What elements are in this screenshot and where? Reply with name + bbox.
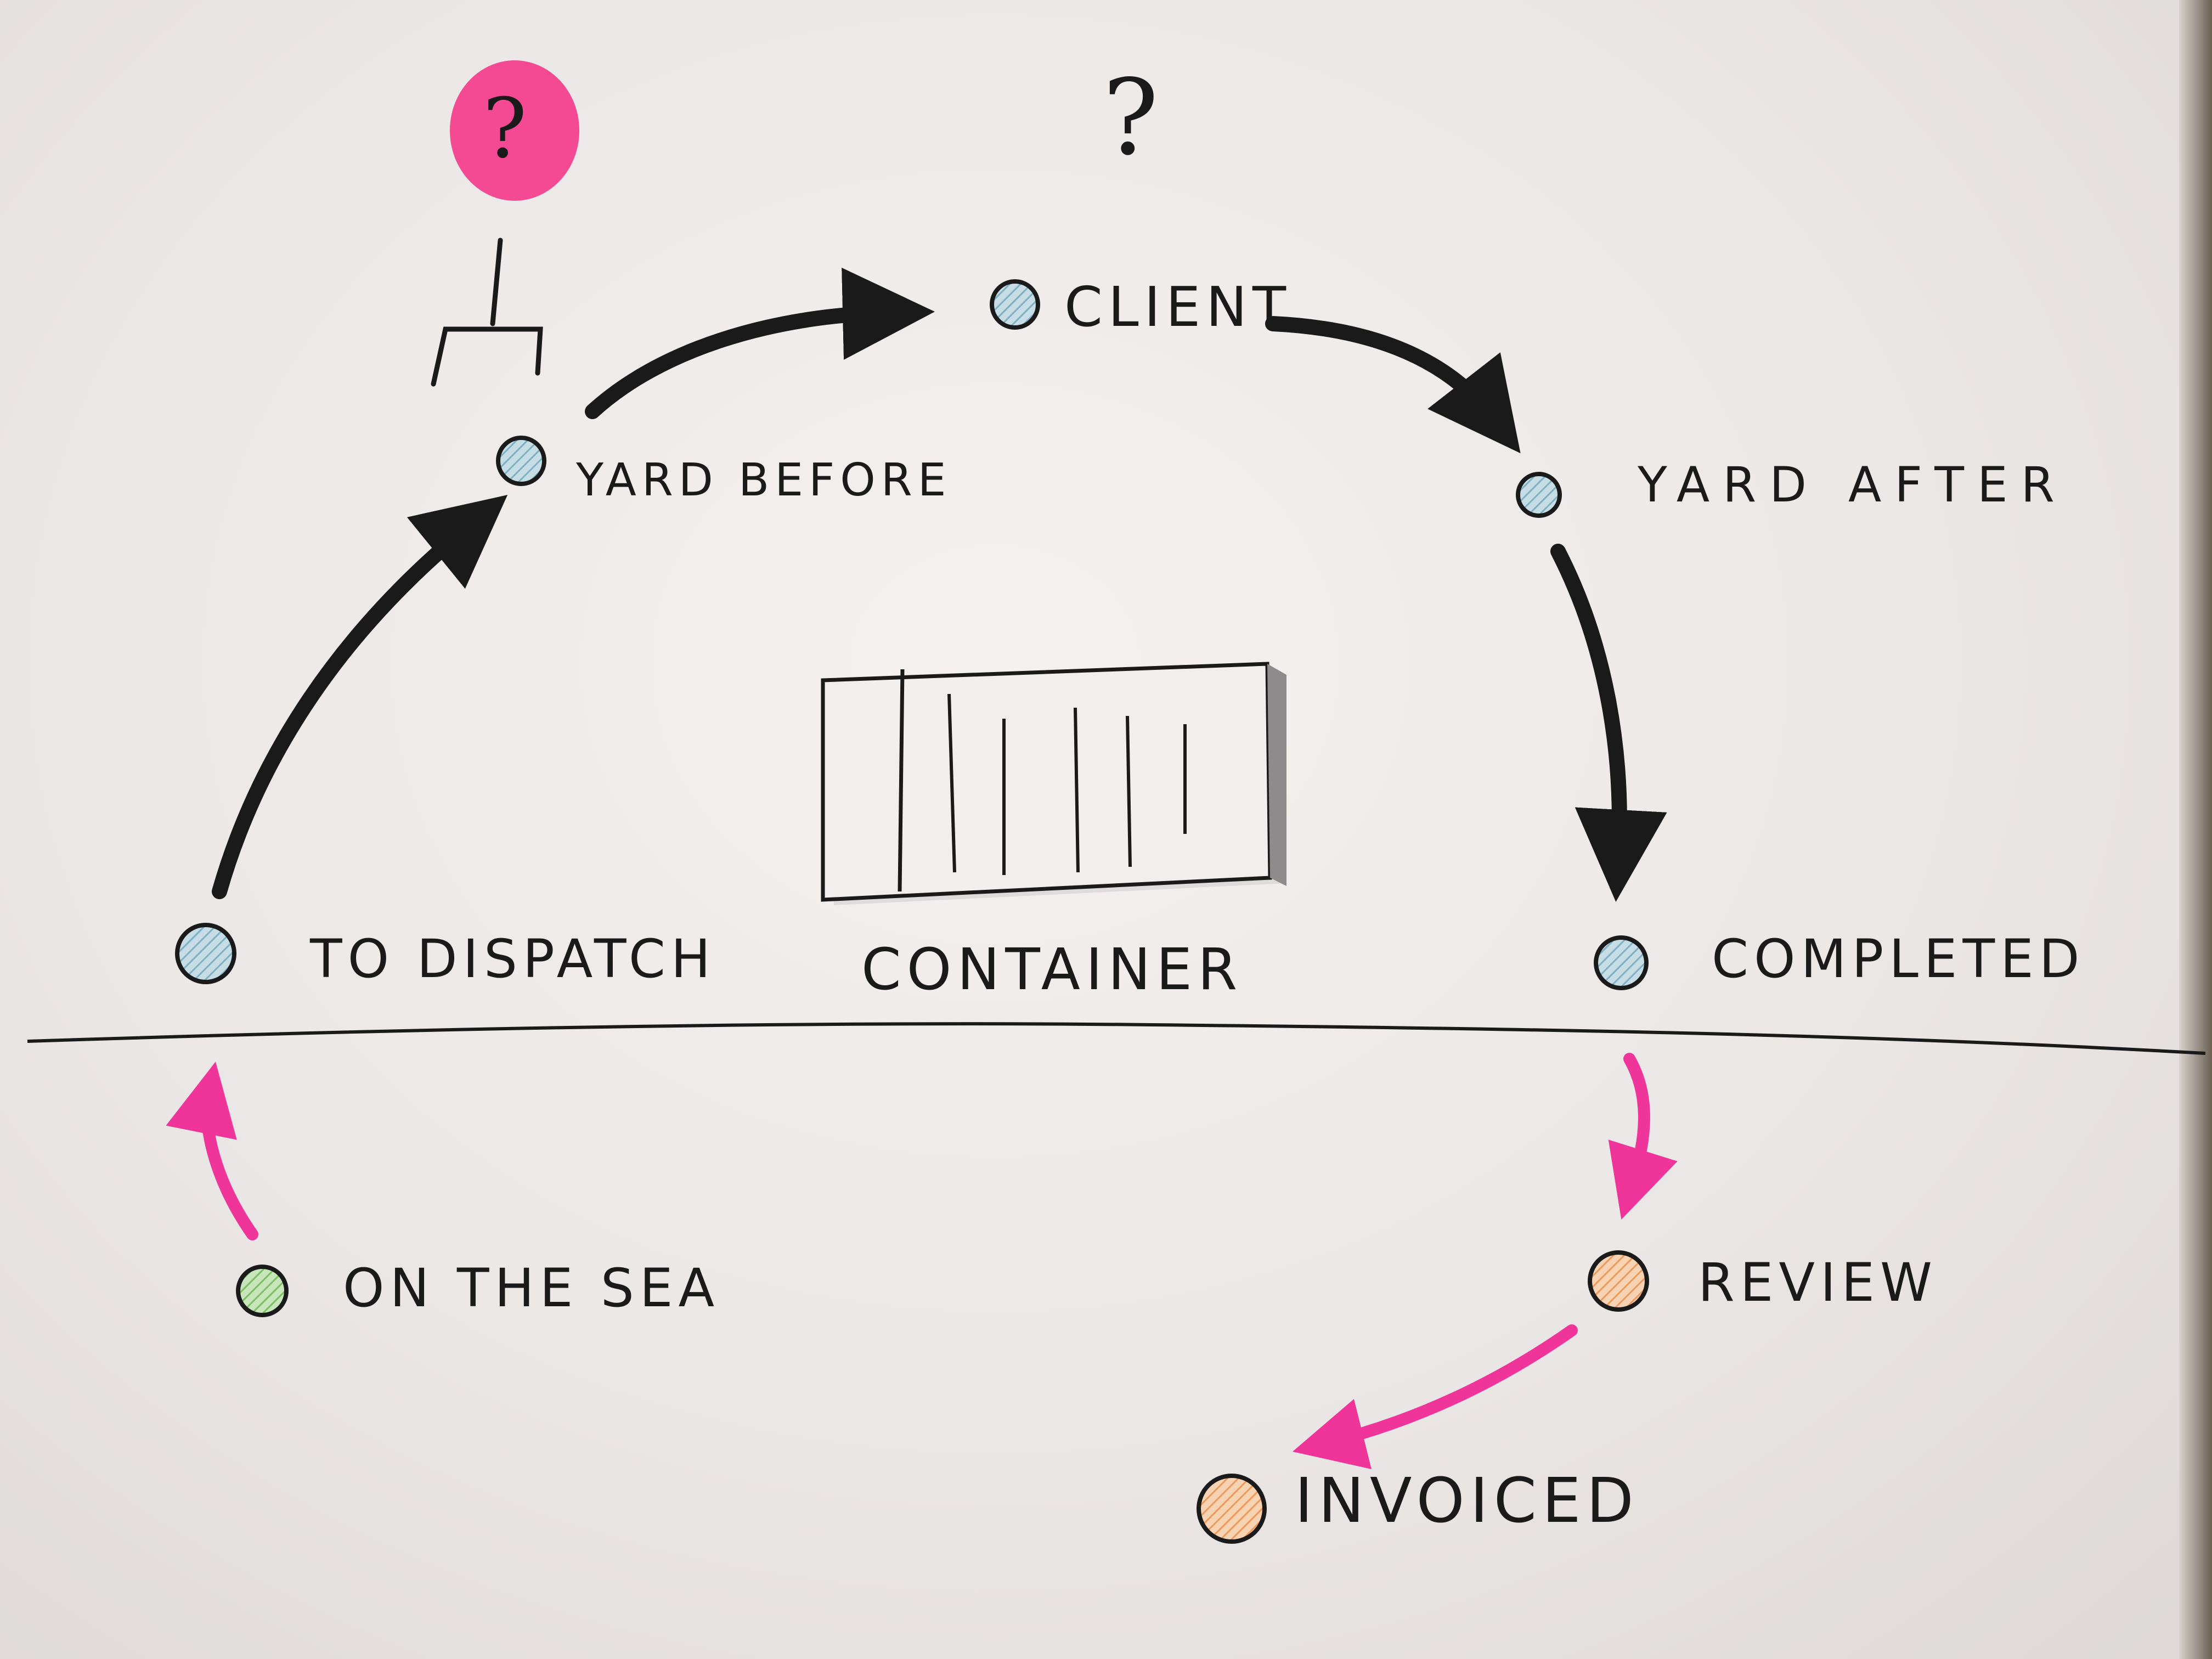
yard-after-status-dot	[1516, 472, 1562, 518]
yard-after-label: YARD AFTER	[1638, 456, 2068, 513]
container-drawing	[821, 662, 1286, 905]
arrow-yard-before-to-client	[585, 267, 935, 419]
client-label: CLIENT	[1064, 275, 1292, 339]
yard-before-label: YARD BEFORE	[576, 454, 952, 506]
fork-symbol	[431, 238, 543, 387]
pink-question-blob	[450, 60, 579, 201]
paper-edge	[2179, 0, 2212, 1659]
top-question-mark: ?	[1103, 57, 1159, 178]
on-the-sea-status-dot	[236, 1265, 289, 1317]
client-status-dot	[990, 279, 1040, 330]
review-status-dot	[1588, 1250, 1649, 1312]
to-dispatch-status-dot	[175, 923, 236, 984]
container-label: CONTAINER	[861, 936, 1243, 1003]
arrow-dispatch-to-yard-before	[212, 495, 508, 899]
arrow-sea-to-dispatch	[166, 1062, 258, 1240]
review-label: REVIEW	[1698, 1252, 1938, 1313]
yard-before-status-dot	[496, 436, 546, 486]
blob-question-mark: ?	[483, 81, 527, 177]
completed-status-dot	[1594, 935, 1649, 990]
completed-label: COMPLETED	[1712, 928, 2085, 990]
arrow-review-to-invoiced	[1292, 1324, 1578, 1470]
invoiced-label: INVOICED	[1295, 1465, 1639, 1537]
to-dispatch-label: TO DISPATCH	[310, 928, 716, 990]
arrow-client-to-yard-after	[1265, 316, 1521, 454]
on-the-sea-label: ON THE SEA	[343, 1257, 720, 1319]
arrow-yard-after-to-completed	[1550, 544, 1667, 902]
arrow-completed-to-review	[1608, 1053, 1678, 1220]
invoiced-status-dot	[1197, 1474, 1267, 1544]
divider-line	[27, 1022, 2206, 1055]
